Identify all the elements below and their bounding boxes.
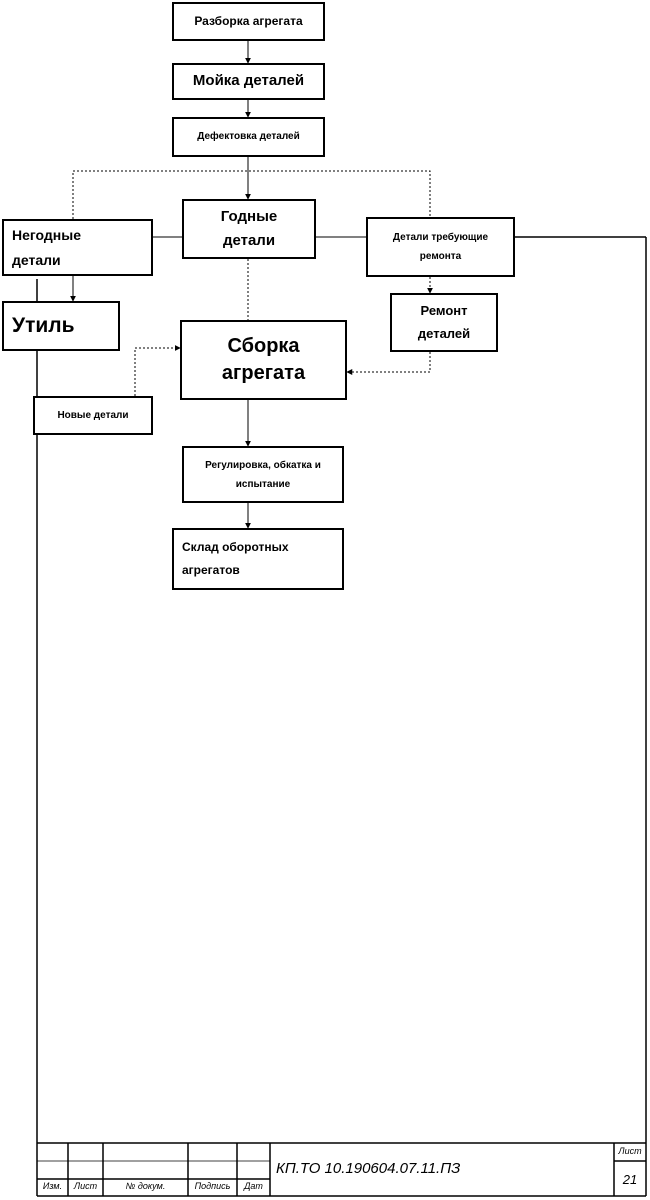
washing-label: Мойка деталей <box>192 72 305 90</box>
repair-needed-parts-box: Детали требующие ремонта <box>366 217 515 277</box>
repair-parts-box: Ремонт деталей <box>390 293 498 352</box>
stamp-col-signature: Подпись <box>194 1181 231 1191</box>
warehouse-label: Склад оборотных агрегатов <box>182 540 289 577</box>
adjustment-testing-box: Регулировка, обкатка и испытание <box>182 446 344 503</box>
stamp-col-change: Изм. <box>42 1181 63 1191</box>
unusable-parts-label: Негодные детали <box>12 227 81 268</box>
sheet-label: Лист <box>618 1146 642 1156</box>
stamp-col-sheet: Лист <box>73 1181 98 1191</box>
sheet-number: 21 <box>622 1172 638 1187</box>
stamp-col-doc-no: № докум. <box>125 1181 166 1191</box>
disassembly-box: Разборка агрегата <box>172 2 325 41</box>
repair-needed-parts-label: Детали требующие ремонта <box>392 232 489 262</box>
usable-parts-label: Годные детали <box>220 208 278 249</box>
connector-defect-branch <box>72 170 431 219</box>
usable-parts-box: Годные детали <box>182 199 316 259</box>
connector-newparts-assembly <box>134 345 181 396</box>
new-parts-box: Новые детали <box>33 396 153 435</box>
defect-detection-label: Дефектовка деталей <box>197 131 300 143</box>
assembly-box: Сборка агрегата <box>180 320 347 400</box>
scrap-box: Утиль <box>2 301 120 351</box>
adjustment-testing-label: Регулировка, обкатка и испытание <box>205 459 321 490</box>
assembly-label: Сборка агрегата <box>221 335 306 384</box>
document-code: КП.ТО 10.190604.07.11.ПЗ <box>276 1160 461 1177</box>
repair-parts-label: Ремонт деталей <box>417 303 471 341</box>
washing-box: Мойка деталей <box>172 63 325 100</box>
defect-detection-box: Дефектовка деталей <box>172 117 325 157</box>
disassembly-label: Разборка агрегата <box>194 14 303 29</box>
scrap-label: Утиль <box>12 313 75 337</box>
new-parts-label: Новые детали <box>57 409 129 421</box>
unusable-parts-box: Негодные детали <box>2 219 153 276</box>
warehouse-box: Склад оборотных агрегатов <box>172 528 344 590</box>
stamp-col-date: Дат <box>244 1181 263 1191</box>
connector-repair-assembly <box>346 352 431 375</box>
